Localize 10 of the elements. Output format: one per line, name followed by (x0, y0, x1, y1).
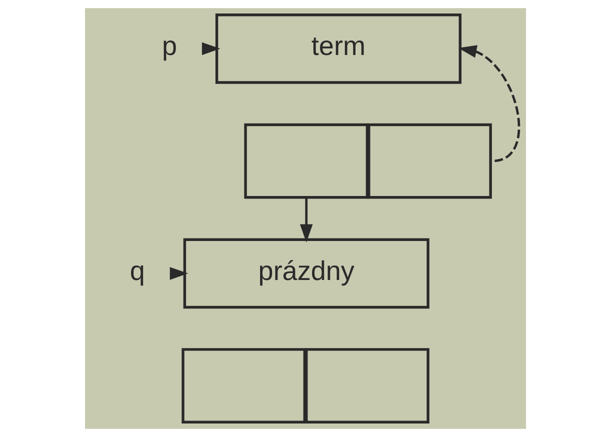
node-text: p (161, 31, 177, 62)
arrow (299, 198, 312, 242)
arrow (201, 42, 220, 56)
arrow (169, 267, 188, 280)
node-box (367, 123, 492, 199)
node-text: q (129, 256, 144, 286)
node-box (304, 348, 429, 424)
node-box (181, 348, 306, 424)
node-box (244, 123, 368, 199)
arrow (458, 45, 520, 162)
